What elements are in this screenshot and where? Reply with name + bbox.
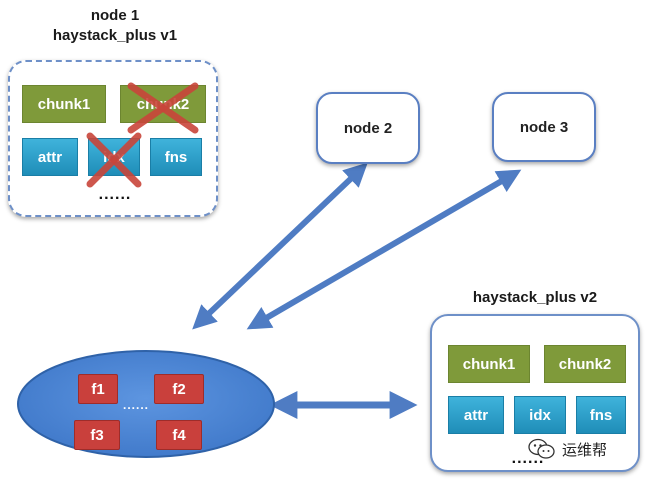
more-indicator: ...... — [98, 186, 132, 203]
file-chip: f2 — [154, 374, 204, 404]
chunk-chip: chunk2 — [544, 345, 626, 383]
meta-chip: idx — [514, 396, 566, 434]
file-chip: f3 — [74, 420, 120, 450]
group-v1-title: node 1 haystack_plus v1 — [0, 6, 230, 46]
meta-chip: idx — [88, 138, 140, 176]
chunk-chip: chunk2 — [120, 85, 206, 123]
meta-chip: fns — [150, 138, 202, 176]
group-v1-title-line1: node 1 — [90, 7, 140, 24]
node-3: node 3 — [492, 92, 596, 162]
watermark-text: 运维帮 — [562, 441, 608, 459]
arrow-cluster-node2 — [192, 162, 368, 330]
arrow-cluster-node3 — [246, 169, 522, 330]
file-chip: f4 — [156, 420, 202, 450]
meta-chip: attr — [448, 396, 504, 434]
watermark: 运维帮 — [528, 438, 607, 460]
chunk-chip: chunk1 — [448, 345, 530, 383]
meta-chip: fns — [576, 396, 626, 434]
more-indicator: ...... — [122, 398, 149, 412]
group-v1-title-line2: haystack_plus v1 — [52, 27, 178, 44]
file-chip: f1 — [78, 374, 118, 404]
wechat-icon — [528, 438, 555, 459]
meta-chip: attr — [22, 138, 78, 176]
node-2: node 2 — [316, 92, 420, 164]
group-v2-title: haystack_plus v2 — [472, 289, 598, 306]
chunk-chip: chunk1 — [22, 85, 106, 123]
